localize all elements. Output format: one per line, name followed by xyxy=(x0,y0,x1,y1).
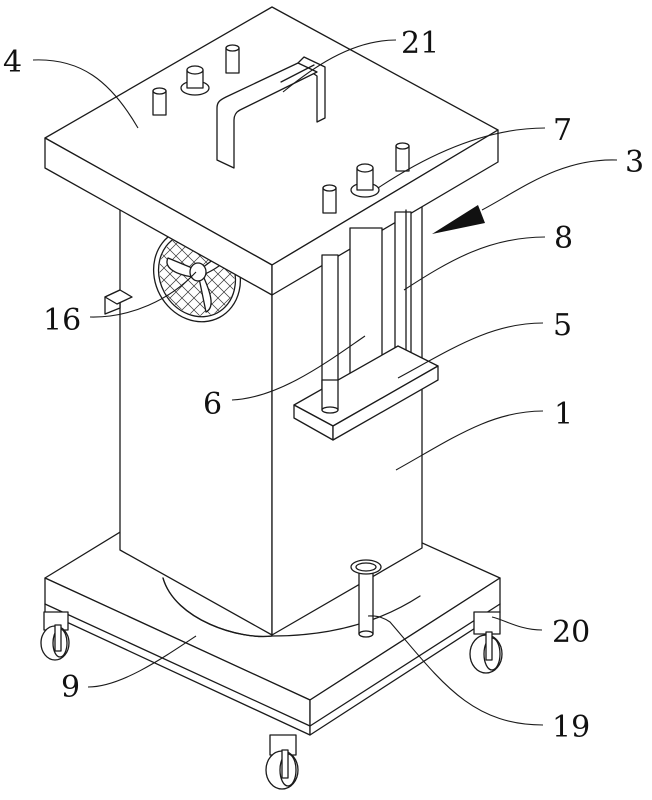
caster-right xyxy=(469,611,503,674)
pin-2 xyxy=(225,44,240,74)
label-5: 5 xyxy=(553,308,572,343)
pin-3 xyxy=(322,184,337,214)
label-16: 16 xyxy=(43,303,81,338)
label-4: 4 xyxy=(3,45,22,80)
leader-20 xyxy=(491,616,543,631)
leader-4 xyxy=(32,59,139,129)
label-7: 7 xyxy=(553,113,572,148)
label-9: 9 xyxy=(61,670,80,705)
leader-6 xyxy=(231,335,366,401)
knob-large-2 xyxy=(350,163,380,198)
caster-front-left xyxy=(40,611,70,661)
leader-16 xyxy=(89,271,197,318)
caster-front xyxy=(265,734,299,790)
label-20: 20 xyxy=(552,615,590,650)
label-8: 8 xyxy=(554,221,573,256)
label-6: 6 xyxy=(203,387,222,422)
leader-19 xyxy=(367,615,544,726)
label-3: 3 xyxy=(625,145,644,180)
leader-8 xyxy=(403,236,546,291)
leader-7 xyxy=(377,127,546,189)
label-1: 1 xyxy=(554,397,573,432)
leader-9 xyxy=(87,635,197,688)
side-bracket xyxy=(104,289,133,315)
support-plate xyxy=(293,345,439,441)
label-19: 19 xyxy=(552,710,590,745)
pin-1 xyxy=(152,87,167,116)
leader-21 xyxy=(282,39,397,93)
leader-5 xyxy=(397,322,544,379)
leader-1 xyxy=(395,410,544,471)
knob-large-1 xyxy=(180,65,210,96)
arrow-3 xyxy=(432,205,485,234)
top-plate xyxy=(44,6,499,296)
pin-4 xyxy=(395,142,410,172)
leader-3 xyxy=(481,159,618,211)
drain-pipe xyxy=(350,559,382,638)
label-21: 21 xyxy=(401,26,439,61)
